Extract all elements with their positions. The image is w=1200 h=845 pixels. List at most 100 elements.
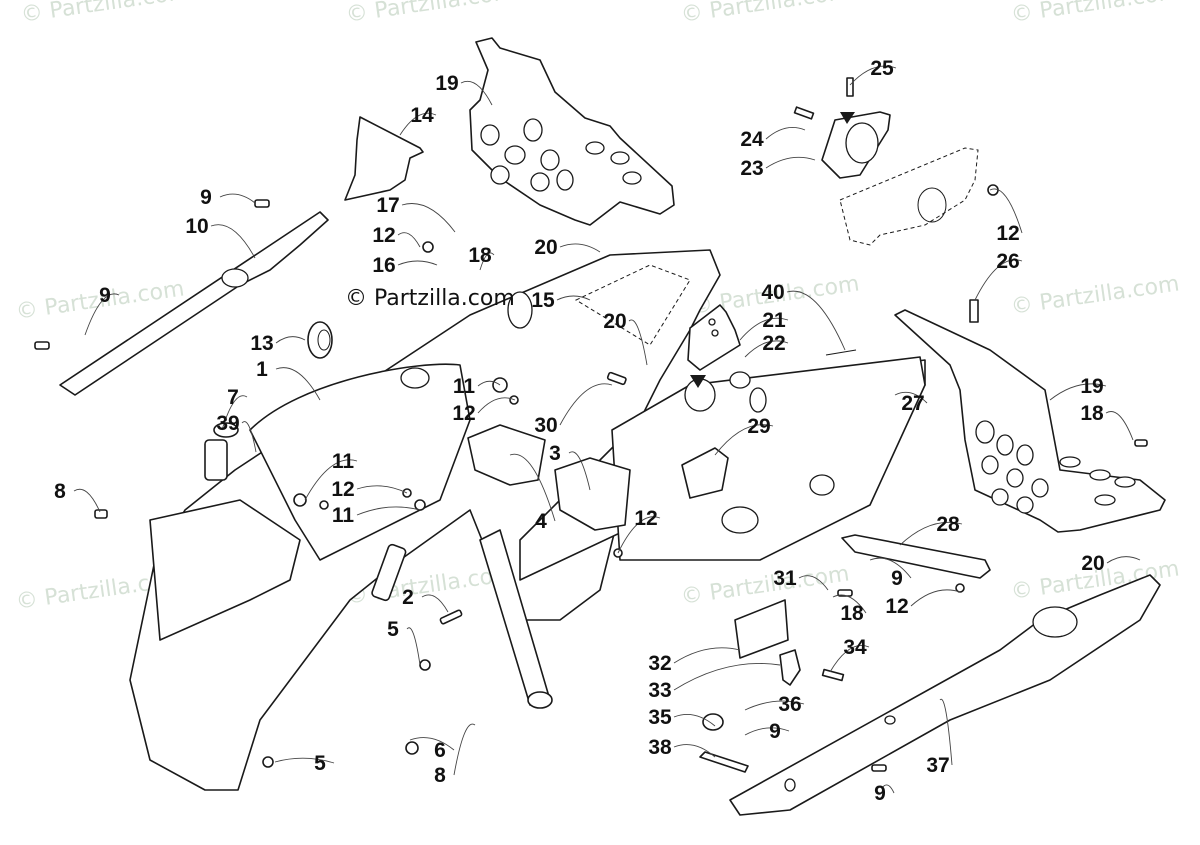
leader-line [73, 488, 101, 513]
leader-line [397, 232, 421, 248]
part-callout-13[interactable]: 13 [250, 332, 273, 355]
part-40-strip [825, 349, 857, 356]
leader-line [221, 395, 248, 431]
leader-line [989, 188, 1023, 234]
part-callout-24[interactable]: 24 [740, 128, 764, 151]
partzilla-watermark: © Partzilla.com [345, 286, 515, 311]
part-19-footrest-upper [469, 37, 675, 226]
leader-line [460, 80, 493, 106]
part-callout-22[interactable]: 22 [762, 332, 785, 355]
part-callout-33[interactable]: 33 [648, 679, 671, 702]
part-23-bearing-plate [793, 77, 979, 246]
part-callout-9[interactable]: 9 [769, 720, 781, 743]
part-callout-11[interactable]: 11 [332, 450, 355, 473]
leader-line [739, 317, 789, 341]
part-callout-39[interactable]: 39 [216, 412, 239, 435]
part-callout-2[interactable]: 2 [402, 586, 414, 609]
leader-line [399, 112, 437, 136]
part-callout-12[interactable]: 12 [885, 595, 908, 618]
leader-line [219, 193, 256, 204]
leader-line [397, 260, 438, 266]
part-callout-38[interactable]: 38 [648, 736, 672, 759]
part-callout-8[interactable]: 8 [434, 764, 446, 787]
part-callout-12[interactable]: 12 [452, 402, 475, 425]
part-callout-17[interactable]: 17 [376, 194, 399, 217]
part-callout-34[interactable]: 34 [843, 636, 867, 659]
part-callout-28[interactable]: 28 [936, 513, 960, 536]
part-10-brace [59, 211, 329, 396]
part-callout-11[interactable]: 11 [453, 375, 476, 398]
part-callout-21[interactable]: 21 [762, 309, 786, 332]
part-callout-9[interactable]: 9 [200, 186, 212, 209]
watermark-text: © Partzilla.com [1009, 0, 1181, 28]
part-callout-9[interactable]: 9 [874, 782, 886, 805]
part-callout-4[interactable]: 4 [535, 510, 547, 533]
part-callout-20[interactable]: 20 [1081, 552, 1104, 575]
leader-line [479, 252, 495, 271]
part-callout-18[interactable]: 18 [840, 602, 864, 625]
part-callout-25[interactable]: 25 [870, 57, 894, 80]
part-callout-36[interactable]: 36 [778, 693, 801, 716]
part-callout-18[interactable]: 18 [1080, 402, 1104, 425]
part-callout-12[interactable]: 12 [996, 222, 1019, 245]
part-callout-35[interactable]: 35 [648, 706, 672, 729]
leader-line [628, 319, 648, 366]
part-callout-9[interactable]: 9 [891, 567, 903, 590]
part-callout-12[interactable]: 12 [634, 507, 657, 530]
part-callout-12[interactable]: 12 [331, 478, 354, 501]
leader-lines [73, 65, 1141, 794]
part-13-roller [307, 321, 333, 359]
leader-line [409, 737, 455, 751]
part-callout-40[interactable]: 40 [761, 281, 784, 304]
part-callout-19[interactable]: 19 [435, 72, 458, 95]
part-callout-19[interactable]: 19 [1080, 375, 1103, 398]
part-callout-3[interactable]: 3 [549, 442, 561, 465]
part-callout-18[interactable]: 18 [468, 244, 492, 267]
part-callout-20[interactable]: 20 [534, 236, 557, 259]
part-callout-9[interactable]: 9 [99, 284, 111, 307]
leader-line [939, 698, 953, 766]
leader-line [673, 662, 781, 691]
part-callout-37[interactable]: 37 [926, 754, 949, 777]
part-callout-8[interactable]: 8 [54, 480, 66, 503]
leader-line [241, 421, 257, 453]
leader-line [673, 714, 716, 727]
leader-line [744, 340, 789, 358]
part-callout-16[interactable]: 16 [372, 254, 395, 277]
part-callout-26[interactable]: 26 [996, 250, 1019, 273]
part-callout-23[interactable]: 23 [740, 157, 763, 180]
part-29-bracket [681, 447, 729, 499]
part-callout-14[interactable]: 14 [410, 104, 434, 127]
part-callout-15[interactable]: 15 [531, 289, 555, 312]
leader-line [453, 723, 476, 776]
part-callout-27[interactable]: 27 [901, 392, 924, 415]
leader-line [509, 453, 556, 522]
part-callout-10[interactable]: 10 [185, 215, 208, 238]
part-callout-30[interactable]: 30 [534, 414, 557, 437]
part-callout-20[interactable]: 20 [603, 310, 626, 333]
part-callout-7[interactable]: 7 [227, 386, 239, 409]
part-37-rail [729, 574, 1161, 816]
leader-line [559, 243, 601, 253]
part-callout-5[interactable]: 5 [387, 618, 399, 641]
leader-line [881, 784, 895, 794]
leader-line [765, 156, 816, 169]
part-19-footrest-right [894, 309, 1166, 533]
leader-line [744, 727, 790, 736]
leader-line [974, 259, 1023, 301]
leader-line [568, 451, 591, 491]
part-callout-1[interactable]: 1 [256, 358, 268, 381]
leader-line [421, 594, 449, 613]
leader-line [356, 485, 408, 494]
part-callout-32[interactable]: 32 [648, 652, 671, 675]
part-callout-5[interactable]: 5 [314, 752, 326, 775]
part-callout-29[interactable]: 29 [747, 415, 770, 438]
leader-line [84, 293, 120, 336]
part-28-support-arm [841, 534, 991, 579]
part-callout-6[interactable]: 6 [434, 739, 446, 762]
part-callout-12[interactable]: 12 [372, 224, 395, 247]
part-callout-31[interactable]: 31 [773, 567, 797, 590]
leader-line [406, 627, 421, 666]
part-callout-11[interactable]: 11 [332, 504, 355, 527]
